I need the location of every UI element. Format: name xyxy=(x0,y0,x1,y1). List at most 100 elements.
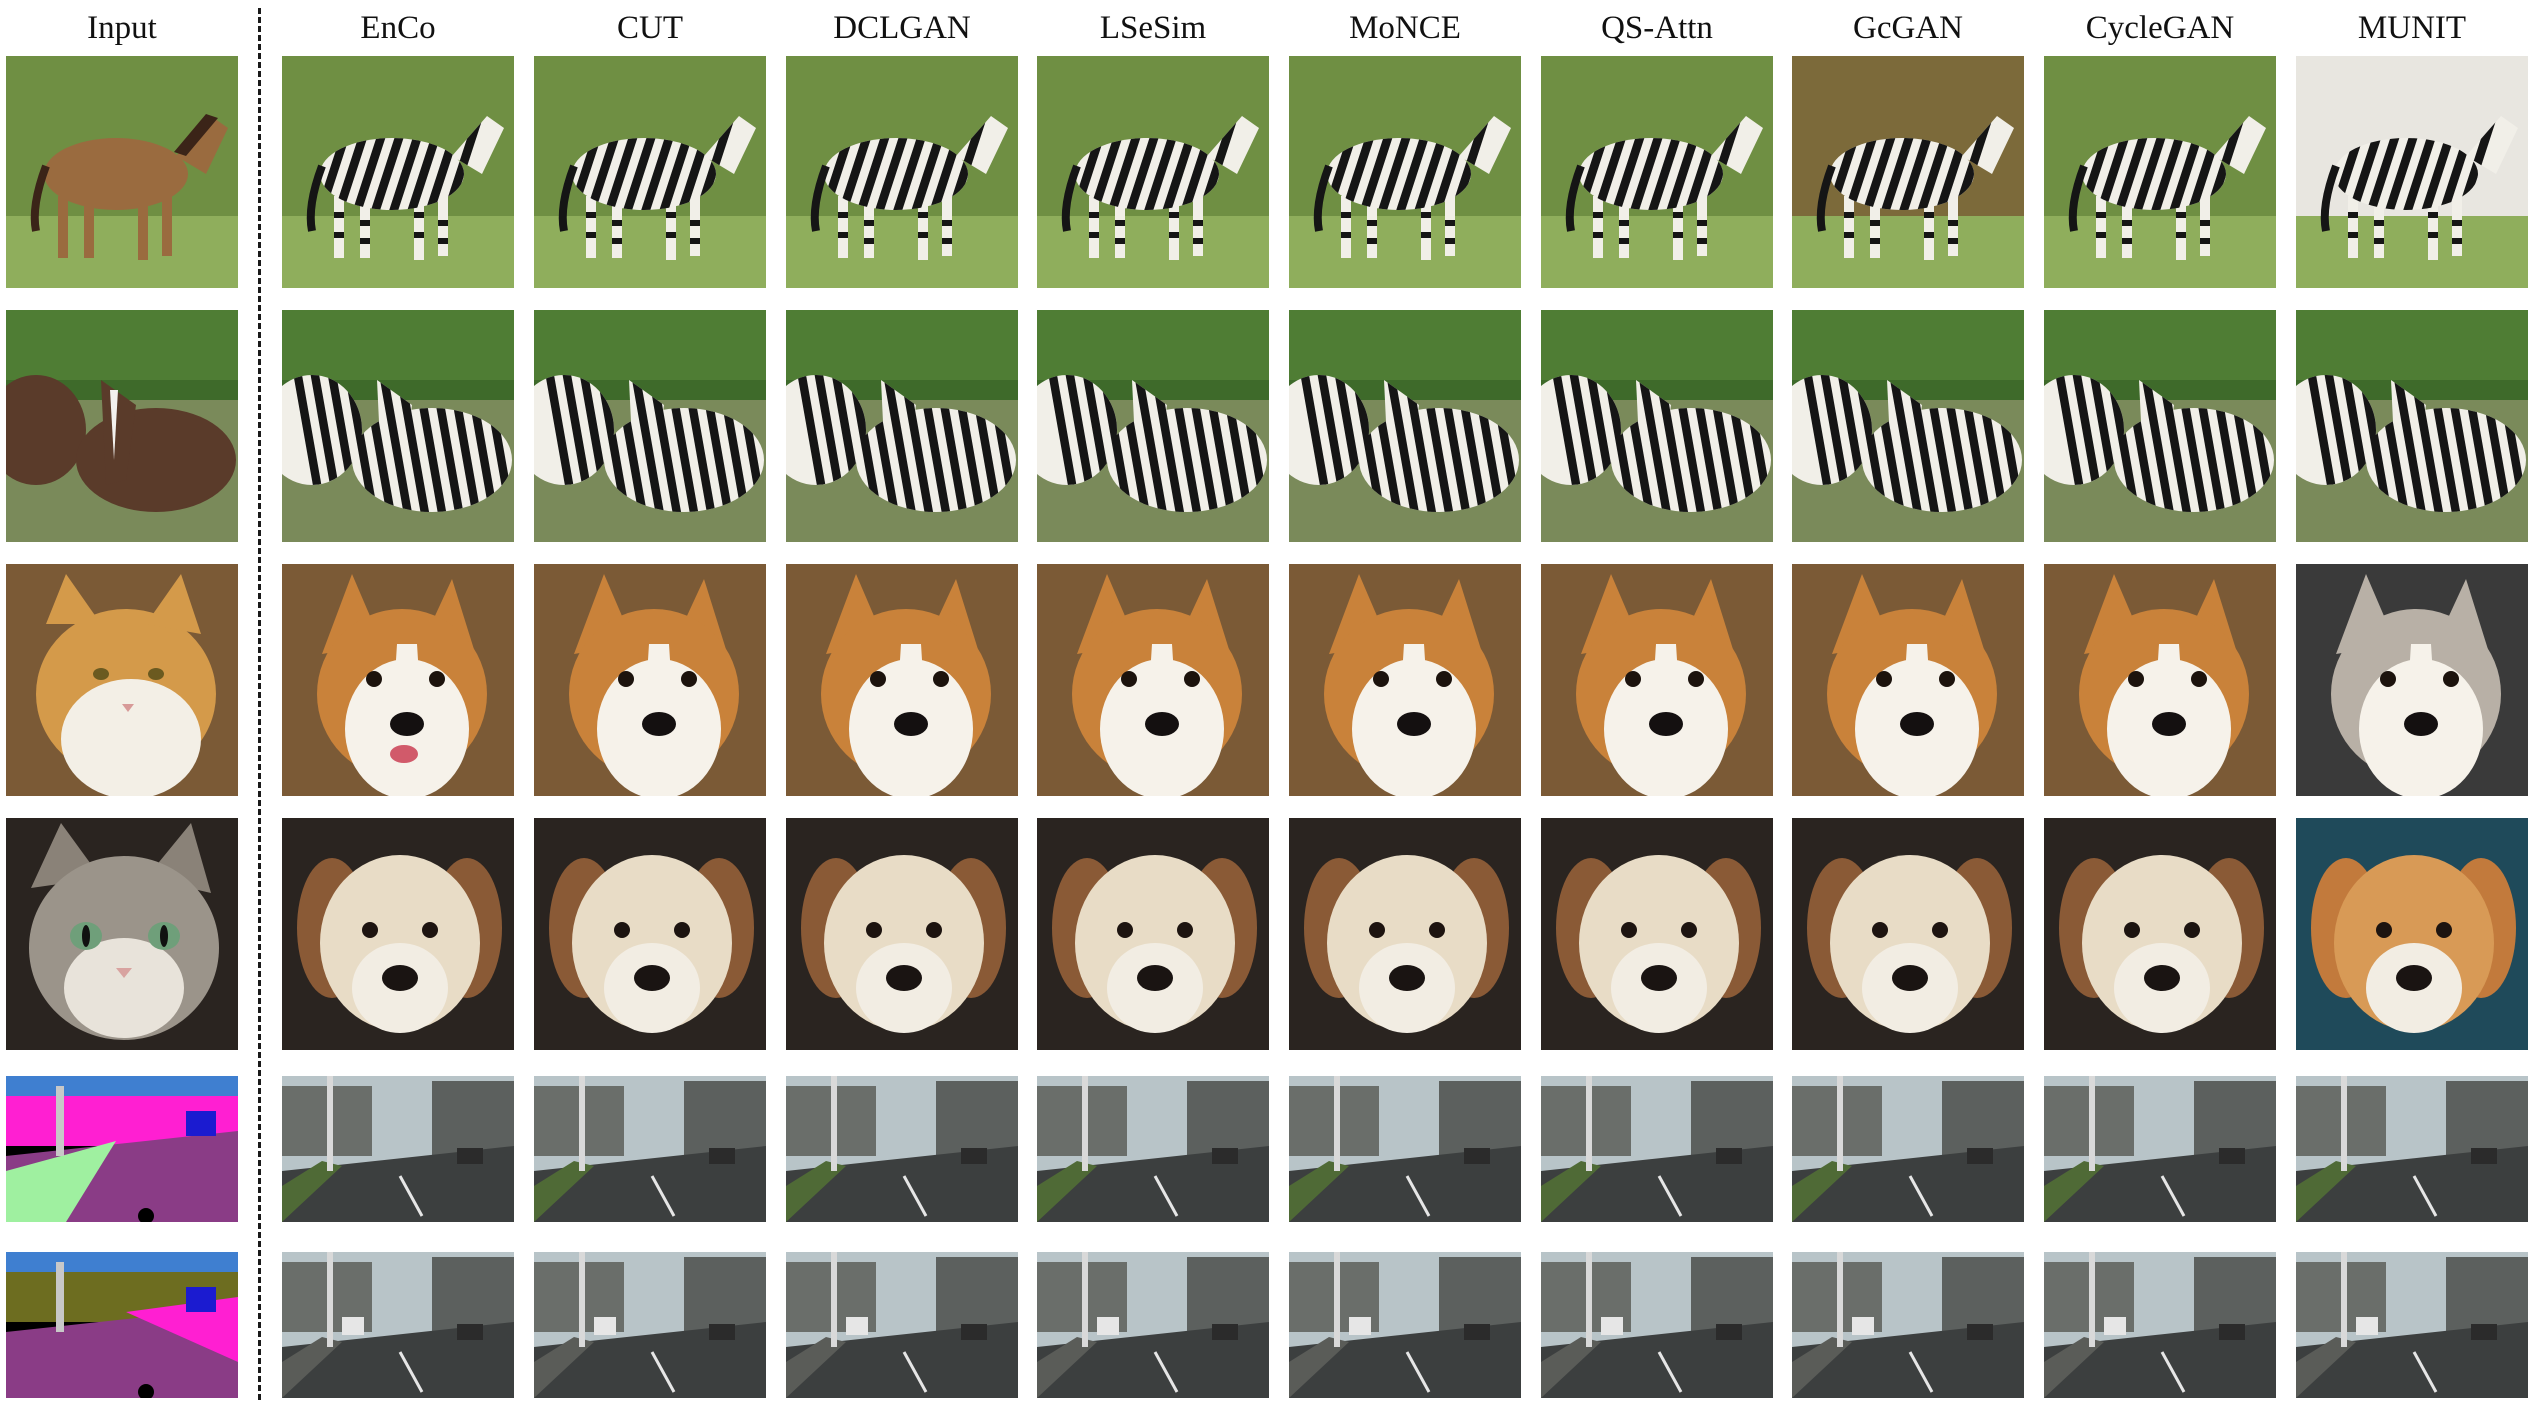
image-cell-cat2dog-b-lsesim xyxy=(1037,818,1269,1050)
image-cell-horse2zebra-b-dclgan xyxy=(786,310,1018,542)
image-render xyxy=(6,564,238,796)
image-render xyxy=(1792,310,2024,512)
image-render xyxy=(282,1252,514,1398)
image-render xyxy=(2044,564,2276,796)
image-render xyxy=(1541,818,1773,1050)
image-render xyxy=(786,818,1018,1050)
image-cell-cat2dog-b-enco xyxy=(282,818,514,1050)
image-render xyxy=(1541,56,1773,288)
image-render xyxy=(2044,1076,2276,1222)
image-render xyxy=(1541,1252,1773,1398)
column-title-lsesim: LSeSim xyxy=(1099,10,1207,46)
image-render xyxy=(534,818,766,1050)
image-cell-label2city-b-lsesim xyxy=(1037,1252,1269,1398)
image-cell-horse2zebra-b-lsesim xyxy=(1037,310,1269,542)
image-render xyxy=(1289,564,1521,796)
image-render xyxy=(786,310,1018,512)
image-cell-label2city-a-munit xyxy=(2296,1076,2528,1222)
image-render xyxy=(2296,818,2528,1050)
image-render xyxy=(786,56,1018,288)
image-cell-label2city-a-dclgan xyxy=(786,1076,1018,1222)
image-cell-cat2dog-a-qs-attn xyxy=(1541,564,1773,796)
image-render xyxy=(1037,1076,1269,1222)
image-render xyxy=(1037,818,1269,1050)
image-render xyxy=(1289,310,1521,512)
image-cell-cat2dog-b-cyclegan xyxy=(2044,818,2276,1050)
image-render xyxy=(282,818,514,1050)
image-cell-horse2zebra-a-dclgan xyxy=(786,56,1018,288)
image-cell-cat2dog-a-input xyxy=(6,564,238,796)
image-render xyxy=(2296,564,2528,796)
image-cell-label2city-b-cyclegan xyxy=(2044,1252,2276,1398)
image-cell-horse2zebra-a-qs-attn xyxy=(1541,56,1773,288)
image-cell-horse2zebra-b-input xyxy=(6,310,238,542)
image-render xyxy=(534,1252,766,1398)
image-render xyxy=(282,310,514,512)
image-render xyxy=(1289,1252,1521,1398)
image-cell-label2city-b-dclgan xyxy=(786,1252,1018,1398)
image-cell-label2city-b-input xyxy=(6,1252,238,1398)
image-render xyxy=(534,56,766,288)
image-cell-cat2dog-a-dclgan xyxy=(786,564,1018,796)
image-cell-cat2dog-a-gcgan xyxy=(1792,564,2024,796)
column-title-cut: CUT xyxy=(617,10,683,46)
image-cell-horse2zebra-a-input xyxy=(6,56,238,288)
image-render xyxy=(1541,564,1773,796)
image-render xyxy=(1792,564,2024,796)
image-render xyxy=(6,1252,238,1398)
image-render xyxy=(282,56,514,288)
image-render xyxy=(1289,1076,1521,1222)
image-cell-label2city-a-gcgan xyxy=(1792,1076,2024,1222)
image-render xyxy=(1037,564,1269,796)
image-render xyxy=(2044,818,2276,1050)
image-cell-horse2zebra-b-qs-attn xyxy=(1541,310,1773,542)
image-render xyxy=(282,1076,514,1222)
image-render xyxy=(1792,818,2024,1050)
image-cell-horse2zebra-a-munit xyxy=(2296,56,2528,288)
image-cell-cat2dog-a-lsesim xyxy=(1037,564,1269,796)
image-cell-label2city-a-input xyxy=(6,1076,238,1222)
image-render xyxy=(6,818,238,1050)
image-cell-label2city-a-cyclegan xyxy=(2044,1076,2276,1222)
image-cell-horse2zebra-a-cyclegan xyxy=(2044,56,2276,288)
image-cell-label2city-a-enco xyxy=(282,1076,514,1222)
column-title-gcgan: GcGAN xyxy=(1853,10,1963,46)
image-cell-label2city-b-monce xyxy=(1289,1252,1521,1398)
column-title-munit: MUNIT xyxy=(2357,10,2467,46)
image-cell-cat2dog-b-qs-attn xyxy=(1541,818,1773,1050)
image-render xyxy=(786,1252,1018,1398)
image-cell-cat2dog-a-monce xyxy=(1289,564,1521,796)
image-render xyxy=(1037,56,1269,288)
image-cell-label2city-b-enco xyxy=(282,1252,514,1398)
image-cell-cat2dog-b-monce xyxy=(1289,818,1521,1050)
image-cell-horse2zebra-b-cut xyxy=(534,310,766,542)
image-cell-horse2zebra-b-cyclegan xyxy=(2044,310,2276,542)
image-cell-cat2dog-a-munit xyxy=(2296,564,2528,796)
image-cell-horse2zebra-a-enco xyxy=(282,56,514,288)
column-title-dclgan: DCLGAN xyxy=(833,10,971,46)
image-cell-label2city-b-cut xyxy=(534,1252,766,1398)
image-cell-horse2zebra-a-gcgan xyxy=(1792,56,2024,288)
image-cell-horse2zebra-b-munit xyxy=(2296,310,2528,542)
column-title-monce: MoNCE xyxy=(1349,10,1461,46)
image-cell-horse2zebra-a-cut xyxy=(534,56,766,288)
image-cell-cat2dog-b-input xyxy=(6,818,238,1050)
column-title-input: Input xyxy=(87,10,157,46)
image-render xyxy=(534,310,766,512)
image-render xyxy=(1792,56,2024,288)
image-cell-label2city-a-lsesim xyxy=(1037,1076,1269,1222)
image-render xyxy=(1541,310,1773,512)
column-title-cyclegan: CycleGAN xyxy=(2085,10,2235,46)
image-render xyxy=(2044,310,2276,512)
image-cell-label2city-b-qs-attn xyxy=(1541,1252,1773,1398)
image-render xyxy=(786,564,1018,796)
image-render xyxy=(1792,1252,2024,1398)
image-cell-horse2zebra-a-monce xyxy=(1289,56,1521,288)
image-cell-horse2zebra-b-monce xyxy=(1289,310,1521,542)
image-cell-horse2zebra-a-lsesim xyxy=(1037,56,1269,288)
image-render xyxy=(786,1076,1018,1222)
image-cell-horse2zebra-b-gcgan xyxy=(1792,310,2024,542)
image-cell-label2city-b-gcgan xyxy=(1792,1252,2024,1398)
image-cell-horse2zebra-b-enco xyxy=(282,310,514,542)
